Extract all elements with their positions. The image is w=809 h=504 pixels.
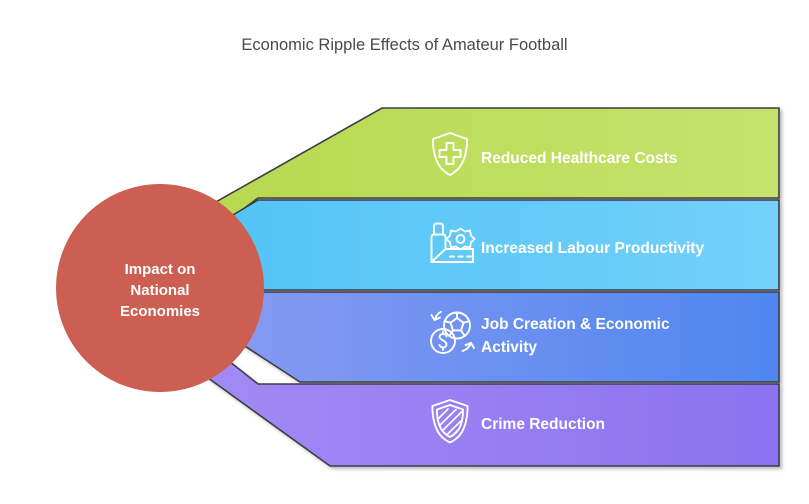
branch-reduced-healthcare-costs[interactable]: Reduced Healthcare Costs (167, 107, 780, 267)
hub-circle[interactable] (56, 184, 264, 392)
hub-label-line2: National (130, 282, 189, 299)
medical-shield-icon (432, 132, 468, 176)
branch-label: Increased Labour Productivity (481, 240, 704, 257)
branch-label-line2: Activity (481, 339, 537, 356)
striped-shield-icon (431, 399, 469, 444)
factory-icon (430, 222, 476, 263)
page-title: Economic Ripple Effects of Amateur Footb… (241, 36, 567, 54)
branch-band-shape[interactable] (167, 311, 780, 467)
branch-crime-reduction[interactable]: Crime Reduction (167, 311, 780, 467)
branch-label: Job Creation & Economic (481, 316, 670, 333)
branch-band-group: Reduced Healthcare Costs Increased Labou… (167, 107, 780, 467)
hub-node[interactable]: Impact on National Economies (56, 184, 264, 392)
branch-increased-labour-productivity[interactable]: Increased Labour Productivity (167, 199, 780, 291)
hub-label-line3: Economies (120, 303, 200, 320)
branch-label: Reduced Healthcare Costs (481, 150, 677, 167)
branch-job-creation-economic-activity[interactable]: Job Creation & Economic Activity (167, 291, 780, 383)
football-dollar-cycle-icon (430, 310, 475, 354)
hub-label-line1: Impact on (125, 261, 196, 278)
branch-label: Crime Reduction (481, 416, 605, 433)
